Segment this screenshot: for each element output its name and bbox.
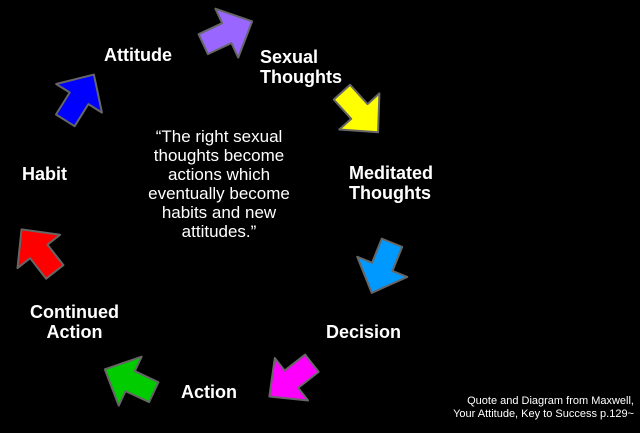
quote-line: eventually become <box>148 184 290 203</box>
arrow-continued-action <box>16 228 65 280</box>
arrow-sexual-thoughts <box>332 83 381 134</box>
credit-line: Quote and Diagram from Maxwell, <box>467 395 634 407</box>
arrow-attitude <box>197 7 254 59</box>
stage-label-meditated-thoughts: Meditated Thoughts <box>349 163 434 203</box>
quote-line: attitudes.” <box>181 222 257 241</box>
quote-line: thoughts become <box>153 146 285 165</box>
quote-line: actions which <box>167 165 271 184</box>
quote-line: habits and new <box>161 203 277 222</box>
stage-label-action: Action <box>181 382 237 402</box>
center-quote: “The right sexual thoughts become action… <box>128 127 310 241</box>
stage-label-decision: Decision <box>326 322 402 342</box>
arrow-decision <box>268 353 320 402</box>
credit-line: Your Attitude, Key to Success p.129~ <box>453 408 634 420</box>
stage-label-continued-action: Continued Action <box>30 302 119 342</box>
arrow-meditated-thoughts <box>356 237 409 294</box>
stage-label-habit: Habit <box>22 164 67 184</box>
quote-line: “The right sexual <box>155 127 283 146</box>
arrow-habit <box>54 73 103 128</box>
arrow-action <box>103 355 160 407</box>
stage-label-attitude: Attitude <box>104 45 172 65</box>
stage-label-sexual-thoughts: Sexual Thoughts <box>260 47 342 87</box>
source-credit: Quote and Diagram from Maxwell, Your Att… <box>453 395 634 421</box>
